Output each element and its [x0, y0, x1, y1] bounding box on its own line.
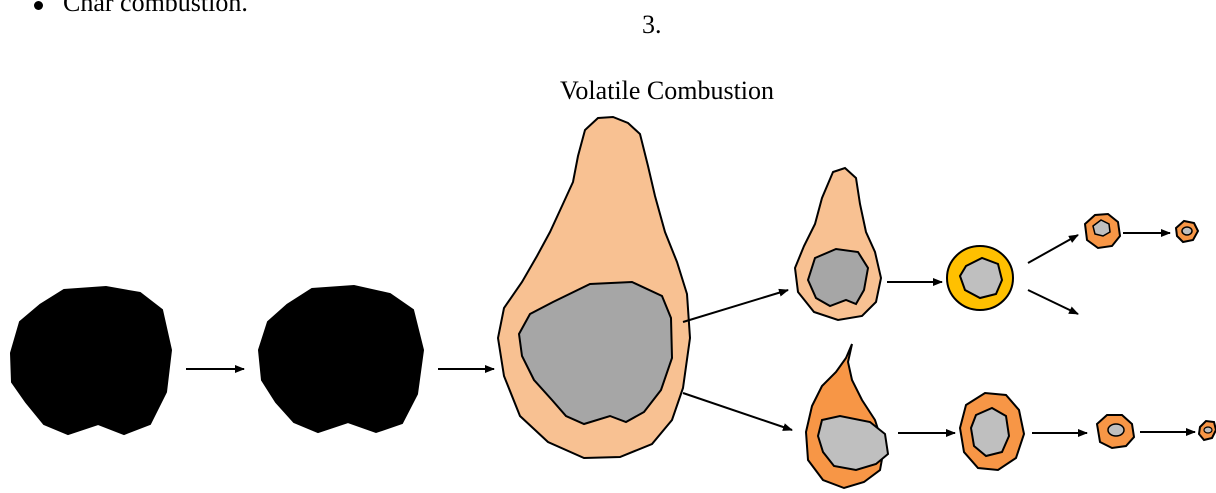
coal-particle-2 [259, 286, 423, 432]
arrow-hot-ring-up [1028, 235, 1078, 263]
arrow-hot-ring-down [1028, 290, 1078, 314]
char-core-upper-2 [1182, 227, 1192, 235]
char-core-lower-1 [971, 408, 1009, 456]
arrow-branch-lower [683, 393, 792, 430]
char-core-lower-3 [1204, 427, 1212, 433]
coal-particle-1 [11, 287, 171, 434]
char-core-small [808, 249, 868, 306]
arrow-branch-upper [683, 290, 788, 322]
char-core-lower-2 [1108, 424, 1124, 436]
